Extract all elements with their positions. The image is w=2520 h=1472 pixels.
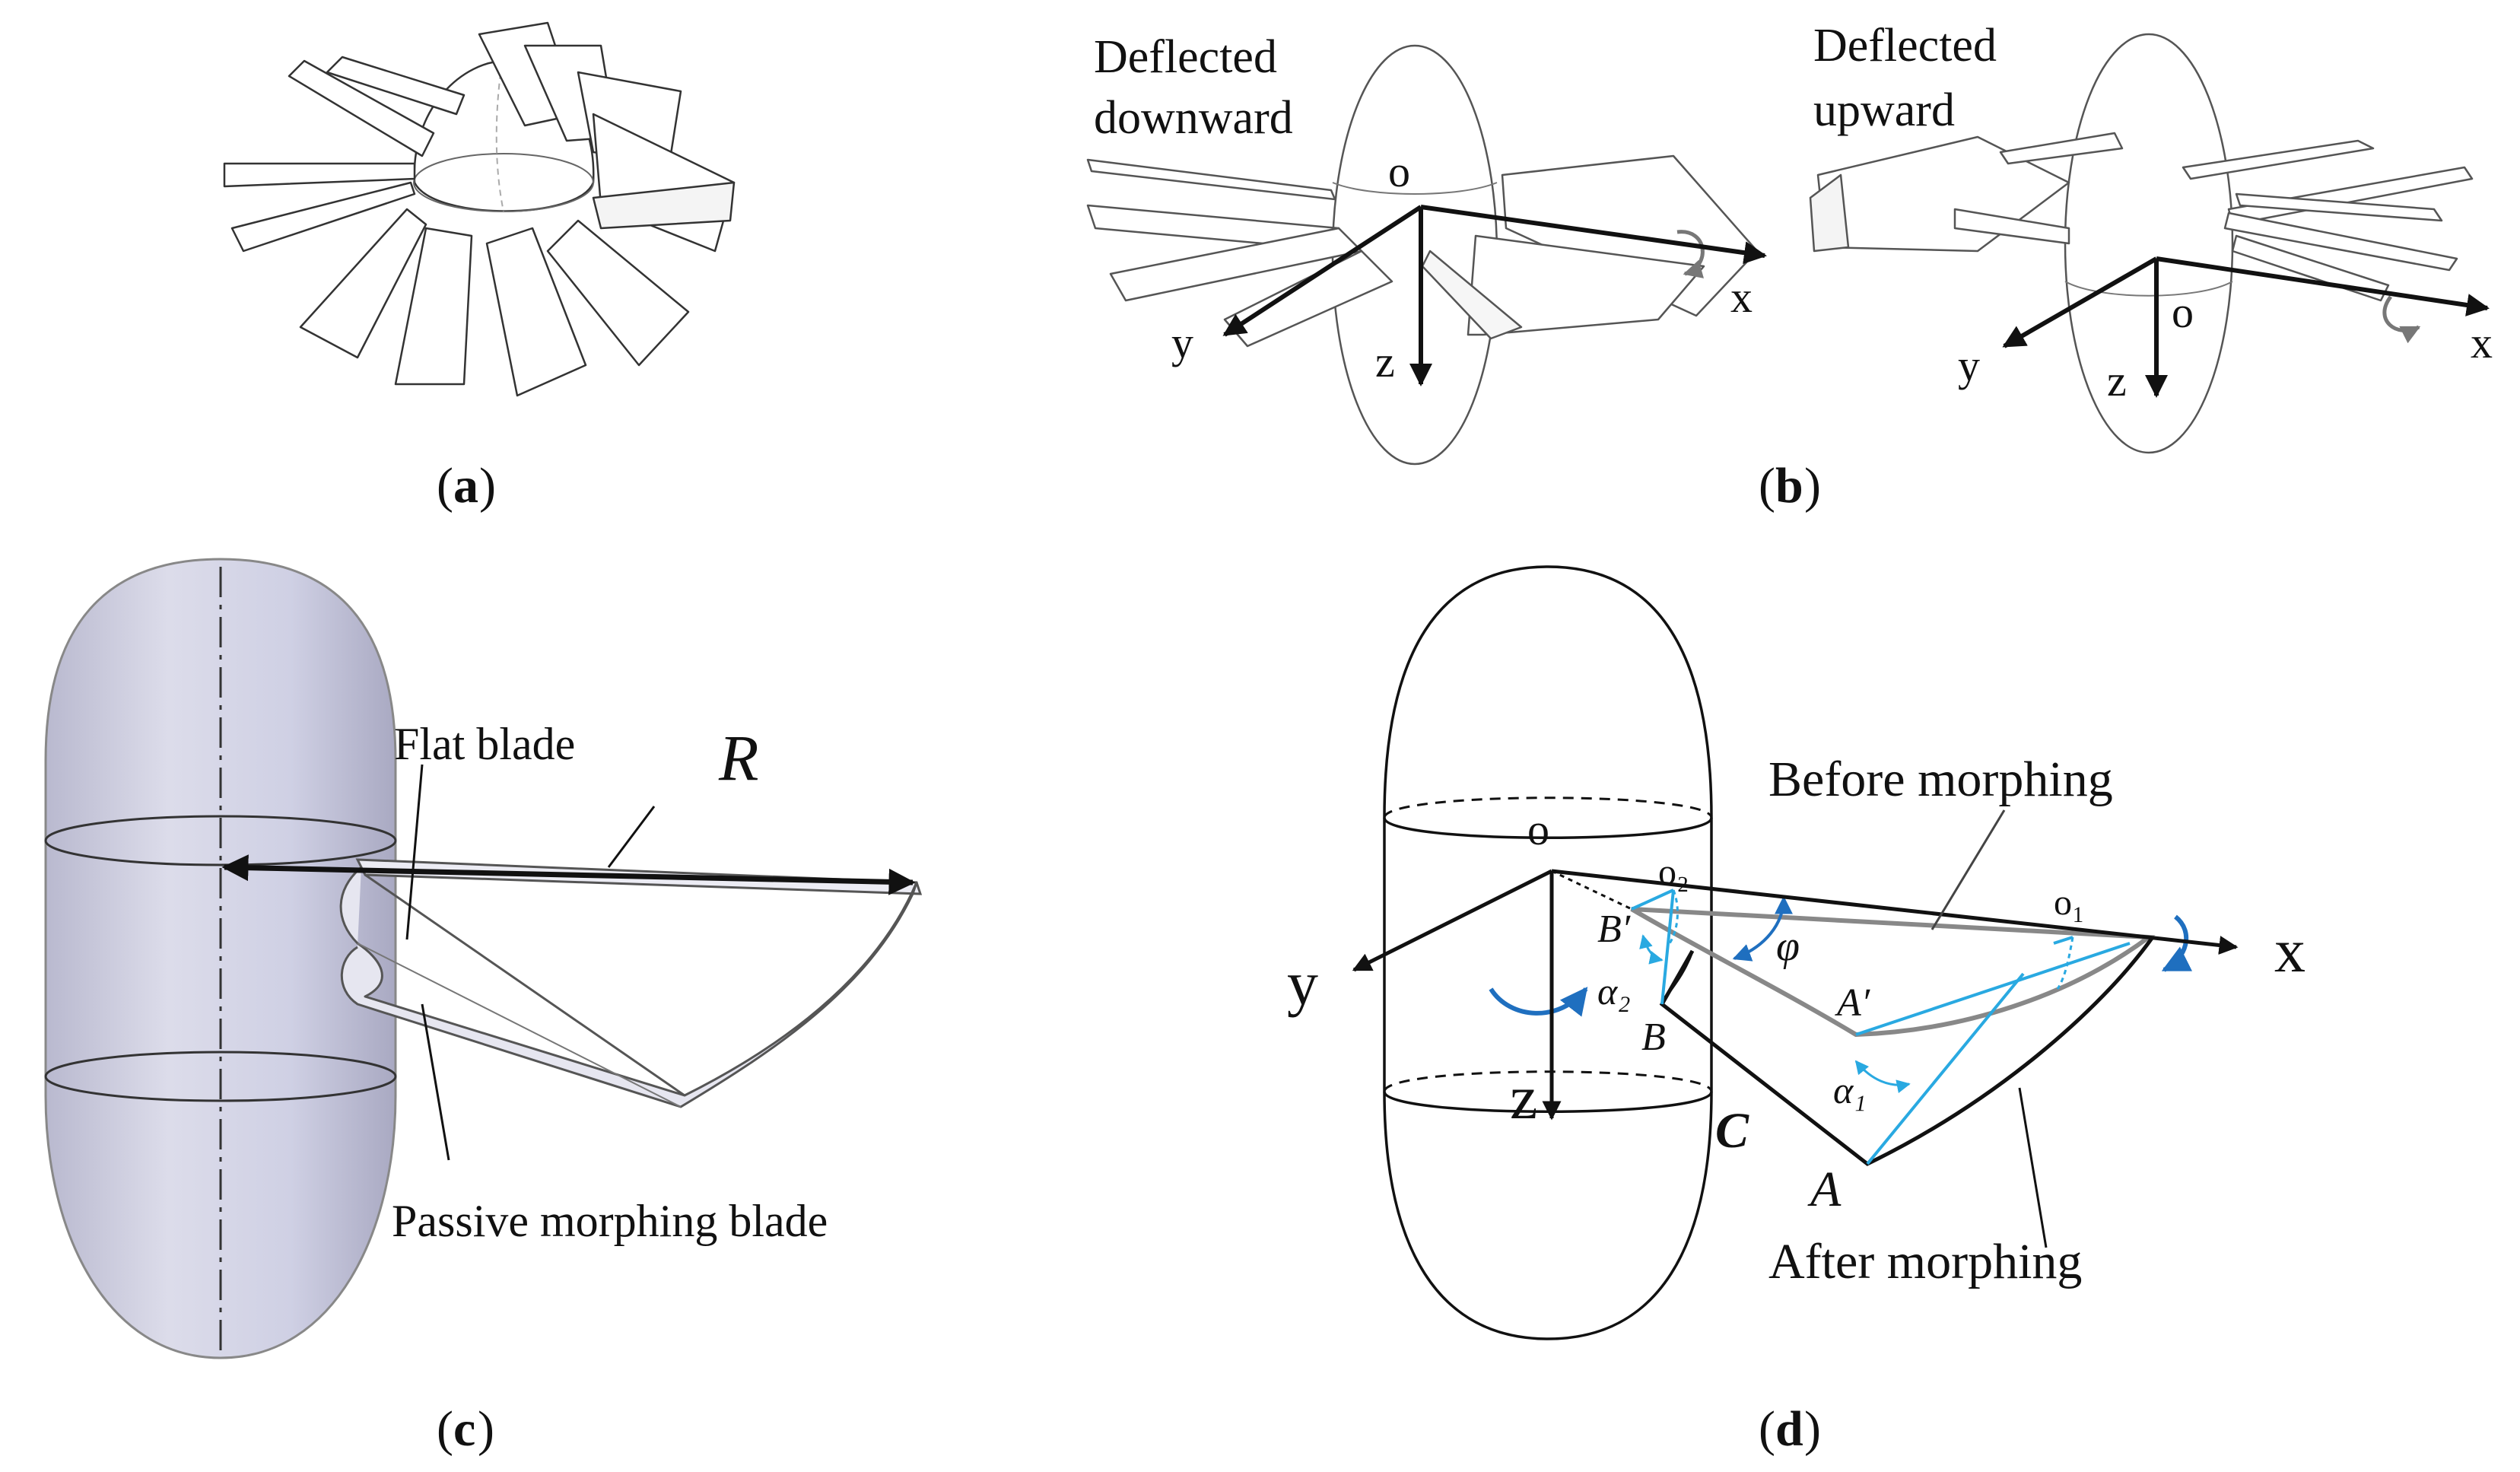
panel-d-caption-close: ): [1804, 1401, 1821, 1457]
panel-d-caption-open: (: [1759, 1401, 1775, 1457]
panel-b-right-note-line2: upward: [1813, 84, 1955, 136]
panel-a-caption-letter: a: [453, 458, 478, 513]
panel-d-B-prime: B′: [1597, 908, 1632, 951]
panel-d-phi: φ: [1776, 923, 1800, 970]
panel-c-caption-open: (: [437, 1401, 453, 1457]
panel-c-caption-close: ): [478, 1401, 494, 1457]
panel-b-left-y: y: [1171, 318, 1193, 367]
panel-b-left-x: x: [1730, 272, 1753, 322]
panel-b-right-x: x: [2471, 318, 2493, 367]
panel-c-figure: [44, 558, 923, 1359]
panel-d-o1: o₁: [2054, 882, 2085, 923]
panel-d-z: z: [1510, 1063, 1537, 1132]
panel-b-right-y: y: [1958, 341, 1980, 390]
panel-d-o2: o₂: [1658, 852, 1689, 892]
panel-d-B: B: [1641, 1016, 1666, 1059]
panel-d-before-label: Before morphing: [1768, 752, 2113, 807]
panel-d-A-prime: A′: [1835, 981, 1871, 1025]
panel-a-caption-close: ): [479, 458, 496, 513]
panel-d-C: C: [1715, 1103, 1749, 1159]
panel-b-right-note-line1: Deflected: [1813, 20, 1997, 72]
panel-b-left-z: z: [1375, 337, 1395, 386]
panel-d-origin: o: [1527, 805, 1549, 854]
panel-b-left-origin: o: [1388, 147, 1410, 196]
panel-b-right-origin: o: [2172, 288, 2194, 337]
panel-b-right-rotor: [1809, 33, 2490, 454]
panel-b-right-hub: [2064, 33, 2234, 454]
panel-b-left-note-line2: downward: [1094, 92, 1293, 144]
panel-b-left-note-line1: Deflected: [1094, 31, 1277, 83]
panel-c-caption-letter: c: [453, 1401, 475, 1457]
panel-a-caption-open: (: [437, 458, 453, 513]
panel-c-morphing-blade: [339, 866, 918, 1108]
panel-d-after-blade: [1659, 936, 2155, 1166]
panel-c-passive-blade-label: Passive morphing blade: [392, 1196, 828, 1246]
panel-d-after-label: After morphing: [1768, 1234, 2082, 1289]
panel-d-A: A: [1807, 1162, 1842, 1217]
panel-b-right-z: z: [2107, 356, 2127, 405]
panel-c-radius-label: R: [718, 721, 759, 794]
panel-d-alpha1: α₁: [1833, 1069, 1867, 1111]
panel-d-caption-letter: d: [1775, 1401, 1803, 1457]
panel-b-caption-open: (: [1759, 458, 1775, 513]
panel-d-x: x: [2274, 916, 2305, 985]
panel-d-before-blade: [1630, 907, 2156, 1038]
panel-d-body: [1383, 565, 1713, 1340]
panel-d-alpha2: α₂: [1597, 970, 1631, 1013]
panel-d-figure: [1352, 565, 2239, 1340]
panel-a-rotor: [223, 21, 736, 397]
panel-b-caption-letter: b: [1775, 458, 1803, 513]
panel-b-caption-close: ): [1804, 458, 1821, 513]
panel-d-y: y: [1287, 949, 1318, 1018]
panel-b-left-rotor: [1086, 44, 1767, 466]
panel-a-blades: [223, 21, 736, 397]
panel-c-flat-blade-label: Flat blade: [394, 719, 575, 769]
